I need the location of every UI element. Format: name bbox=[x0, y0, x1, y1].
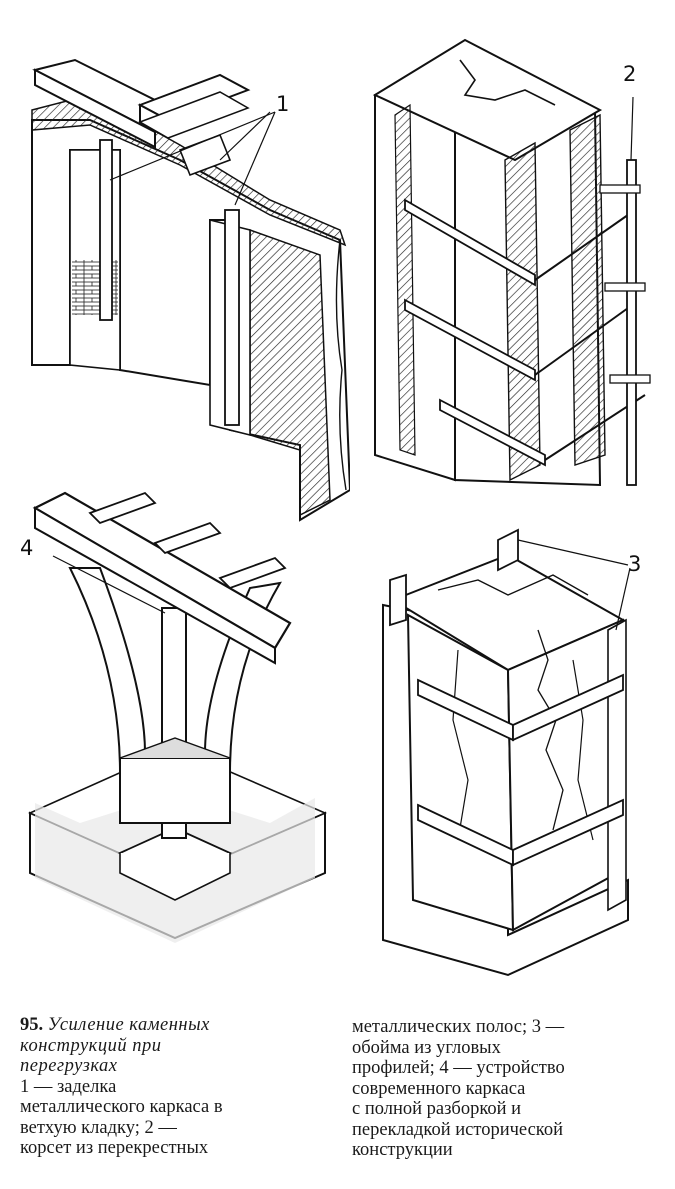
caption-word: корсет bbox=[20, 1138, 72, 1158]
caption-left-line-2: металлического каркаса в bbox=[20, 1097, 320, 1118]
callout-4: 4 bbox=[20, 536, 34, 560]
caption-word: каркаса bbox=[149, 1097, 210, 1117]
caption-right-line-4: современного каркаса bbox=[352, 1078, 526, 1099]
figure-4-angle-clip bbox=[378, 520, 668, 980]
caption-left-line-4: корсет из перекрестных bbox=[20, 1138, 320, 1159]
caption-left-column: 95. Усиление каменных конструкций при пе… bbox=[20, 1015, 320, 1159]
caption-right-line-3: профилей; 4 — устройство bbox=[352, 1058, 565, 1078]
caption-word: в bbox=[213, 1097, 223, 1117]
caption-right-line-5: с полной разборкой и bbox=[352, 1099, 522, 1119]
caption-right-line-2: обойма из угловых bbox=[352, 1037, 501, 1058]
caption-word: перекрестных bbox=[97, 1138, 209, 1158]
figure-1-frame-embedding bbox=[20, 50, 350, 540]
callout-2: 2 bbox=[623, 62, 637, 86]
caption-left-line-1: 1 — заделка bbox=[20, 1076, 117, 1097]
figure-number: 95. bbox=[20, 1015, 44, 1035]
caption-left-line-3: ветхую кладку; 2 — bbox=[20, 1117, 177, 1138]
caption-title-2: конструкций при bbox=[20, 1035, 162, 1056]
caption-right-line-6: перекладкой исторической bbox=[352, 1119, 563, 1140]
figure-2-corset-strips bbox=[365, 35, 665, 500]
callout-3: 3 bbox=[628, 552, 642, 576]
figure-3-modern-frame bbox=[25, 488, 330, 953]
caption-right-column: металлических полос; 3 — обойма из углов… bbox=[352, 1017, 652, 1161]
caption-title-1: Усиление каменных bbox=[47, 1015, 210, 1035]
caption-right-line-7: конструкции bbox=[352, 1140, 453, 1160]
callout-1: 1 bbox=[276, 92, 290, 116]
caption-word: из bbox=[75, 1138, 94, 1158]
caption-title-line-1: 95. Усиление каменных bbox=[20, 1015, 320, 1036]
caption-title-3: перегрузках bbox=[20, 1056, 118, 1076]
caption-right-line-1: металлических полос; 3 — bbox=[352, 1017, 565, 1037]
caption-word: металлического bbox=[20, 1097, 145, 1117]
